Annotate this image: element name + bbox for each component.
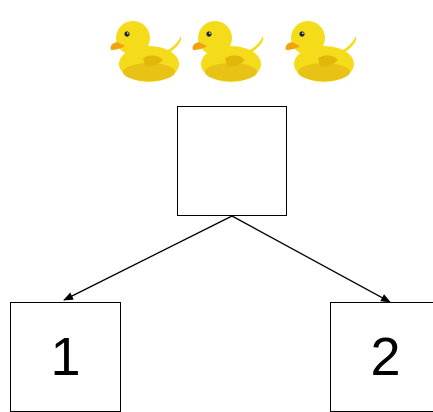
whole-box[interactable] [177,106,287,216]
part-value-right: 2 [331,327,433,387]
part-box-left[interactable]: 1 [10,302,121,412]
part-value-left: 1 [11,327,120,387]
arrow-right [232,216,390,302]
part-box-right[interactable]: 2 [330,302,433,412]
arrow-left [64,216,232,300]
